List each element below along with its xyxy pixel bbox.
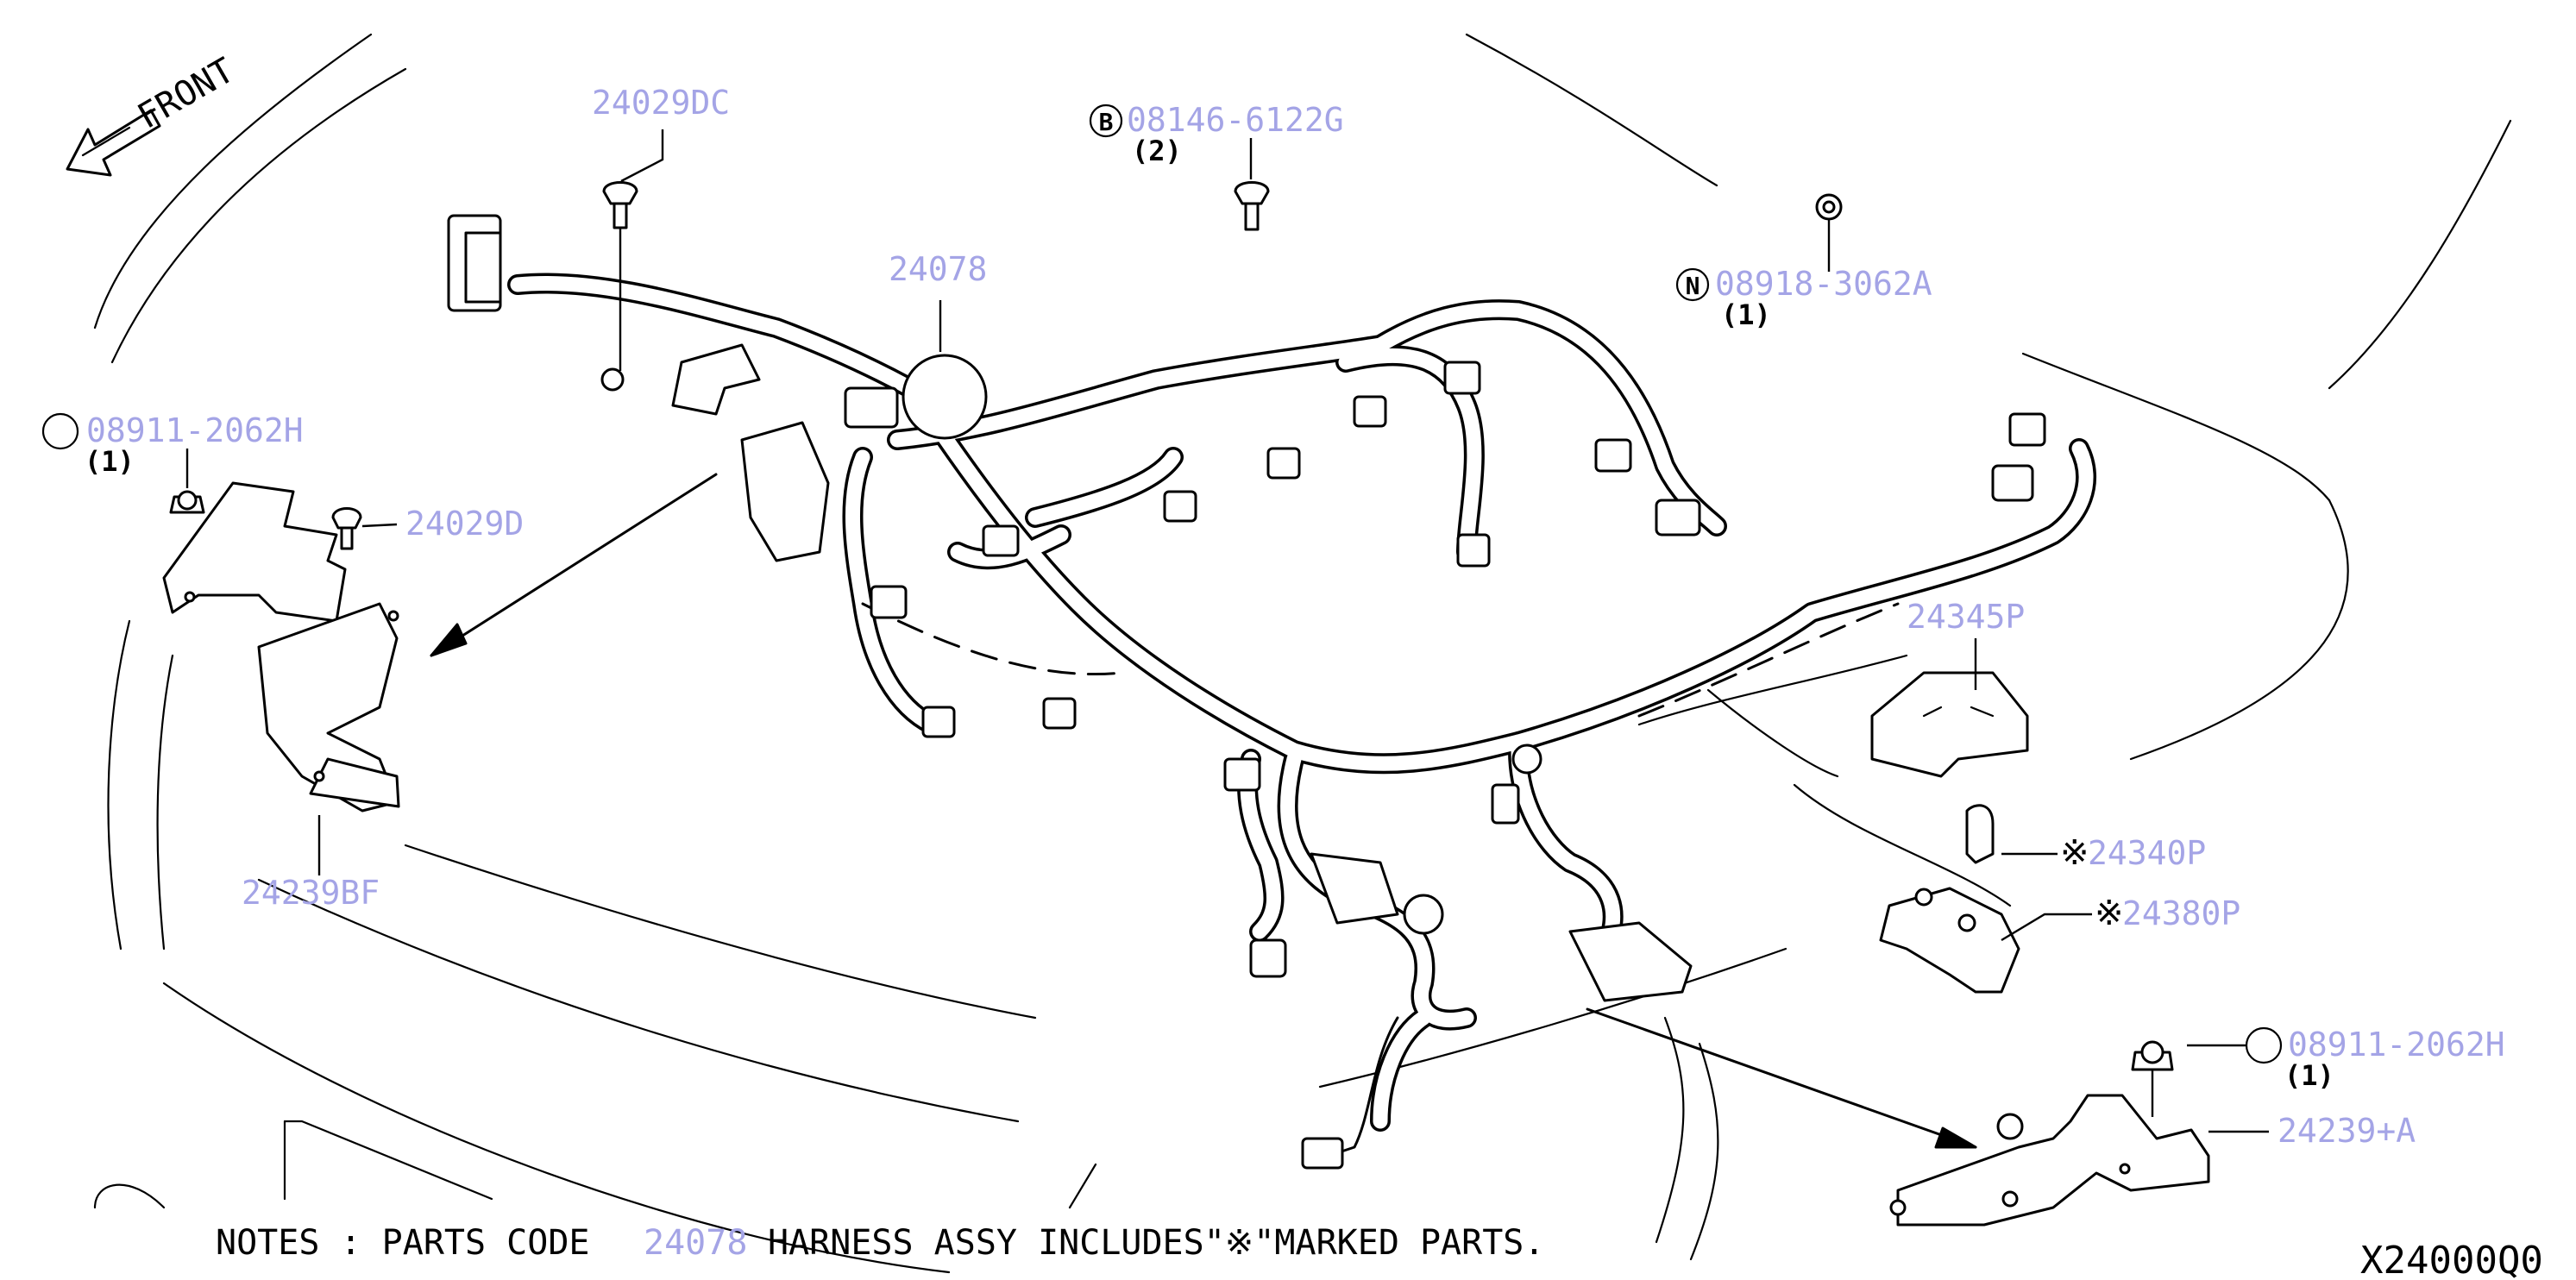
notes-suffix: HARNESS ASSY INCLUDES"※"MARKED PARTS. bbox=[768, 1223, 1544, 1263]
callout-24345p: 24345P bbox=[1907, 598, 2025, 636]
diagram-id: X24000Q0 bbox=[2360, 1239, 2543, 1280]
callout-08918-3062a: 08918-3062A bbox=[1715, 265, 1932, 303]
washer-symbol-left-icon bbox=[41, 412, 79, 450]
symbol-b-icon bbox=[1089, 104, 1123, 138]
body-outline bbox=[93, 33, 2512, 1274]
front-label: FRONT bbox=[131, 51, 241, 137]
fuse-block-24345p bbox=[1870, 671, 2029, 778]
callout-24239bf: 24239BF bbox=[242, 874, 380, 912]
leader-lines bbox=[185, 129, 2269, 1149]
bolt-08146-icon bbox=[1234, 181, 1270, 231]
mark-24340p: ※ bbox=[2060, 833, 2089, 873]
qty-08918: (1) bbox=[1721, 298, 1771, 331]
callout-08911-2062h-right: 08911-2062H bbox=[2288, 1026, 2505, 1064]
qty-08911-left: (1) bbox=[85, 445, 135, 478]
terminal-24340p bbox=[1965, 804, 1995, 864]
symbol-n-icon bbox=[1675, 267, 1710, 302]
notes-prefix: NOTES : PARTS CODE bbox=[216, 1223, 589, 1263]
fusible-link-24380p bbox=[1879, 887, 2020, 994]
notes-code: 24078 bbox=[644, 1223, 747, 1263]
symbol-b: B bbox=[1099, 108, 1114, 136]
symbol-n: N bbox=[1686, 272, 1700, 300]
callout-24029dc: 24029DC bbox=[592, 84, 730, 122]
callout-24380p: 24380P bbox=[2122, 894, 2240, 932]
bolt-24029d-icon bbox=[331, 507, 362, 550]
callout-24239a: 24239+A bbox=[2278, 1112, 2416, 1150]
bolt-24029dc-icon bbox=[602, 181, 638, 229]
callouts: 24029DC B 08146-6122G (2) 24078 N 08918-… bbox=[41, 84, 2505, 1150]
callout-08911-2062h-left: 08911-2062H bbox=[86, 411, 304, 449]
nut-08911-right-icon bbox=[2131, 1040, 2174, 1071]
nut-08911-left-icon bbox=[169, 490, 205, 514]
notes-line: NOTES : PARTS CODE 24078 HARNESS ASSY IN… bbox=[216, 1223, 1544, 1263]
callout-24078: 24078 bbox=[889, 250, 987, 288]
callout-24340p: 24340P bbox=[2088, 834, 2206, 872]
mark-24380p: ※ bbox=[2095, 894, 2124, 933]
callout-24029d: 24029D bbox=[405, 505, 524, 543]
washer-symbol-right-icon bbox=[2245, 1026, 2283, 1064]
qty-08911-right: (1) bbox=[2284, 1059, 2334, 1092]
callout-08146-6122g: 08146-6122G bbox=[1127, 101, 1344, 139]
main-harness bbox=[447, 214, 2096, 1170]
bracket-24239a bbox=[1889, 1094, 2210, 1227]
nut-08918-icon bbox=[1815, 193, 1843, 221]
qty-08146: (2) bbox=[1132, 135, 1182, 167]
bracket-24239bf bbox=[162, 481, 400, 813]
